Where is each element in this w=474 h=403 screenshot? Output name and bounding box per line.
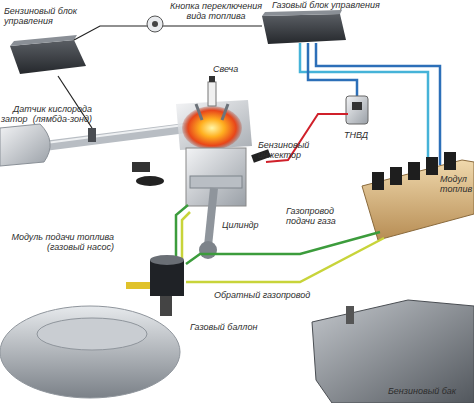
petrol-ecu: [10, 40, 86, 74]
throttle-disk: [136, 176, 164, 186]
gas-injector: [372, 172, 384, 190]
gas-tank: [0, 306, 180, 398]
crankshaft: [199, 241, 217, 259]
tank-fitting: [160, 294, 172, 316]
part-label: Бензиновый бак: [388, 386, 456, 396]
part-label: Модуль подачи топлива (газовый насос): [2, 232, 114, 252]
part-label: Бензиновый блок управления: [4, 6, 84, 26]
exhaust-pipe: [44, 128, 186, 146]
part-label: затор: [1, 114, 28, 124]
part-label: ТНВД: [344, 130, 368, 140]
gas-pump-valve: [126, 282, 150, 289]
petrol-tank: [312, 300, 474, 403]
signal-line: [308, 43, 357, 96]
spark-plug-tip: [209, 76, 215, 82]
signal-line: [316, 43, 440, 165]
gas-return-line: [186, 238, 384, 282]
gas-injector: [444, 152, 456, 170]
part-label: Свеча: [213, 64, 238, 74]
gas-injector: [426, 157, 438, 175]
gas-supply-line: [186, 232, 380, 264]
button-center: [152, 21, 158, 27]
signal-line: [300, 43, 428, 168]
gas-line: [182, 212, 190, 262]
combustion-flame: [182, 106, 242, 150]
part-label: Модул топлив: [440, 174, 474, 194]
connecting-rod: [208, 188, 214, 246]
part-label: Газовый баллон: [190, 322, 257, 332]
part-label: Газопровод подачи газа: [286, 206, 362, 226]
gas-tank-recess: [37, 318, 147, 350]
fuel-switch-button: [147, 16, 163, 32]
part-label: Газовый блок управления: [272, 0, 402, 10]
part-label: Обратный газопровод: [214, 290, 310, 300]
control-wire: [74, 26, 262, 40]
gas-injector: [390, 167, 402, 185]
lambda-sensor: [88, 128, 96, 142]
cylinder-head: [176, 100, 252, 150]
part-label: Цилиндр: [222, 220, 259, 230]
gas-ecu: [262, 14, 346, 44]
petrol-ecu-top: [10, 35, 77, 46]
throttle-part: [132, 162, 150, 172]
hp-pump-part: [352, 102, 362, 110]
hp-pump: [346, 96, 368, 124]
part-label: Бензиновый инжектор: [258, 140, 324, 160]
gas-ecu-top: [262, 10, 342, 16]
catalyst: [0, 124, 50, 166]
gas-injector: [408, 162, 420, 180]
gas-pump-top: [150, 255, 184, 265]
part-label: Кнопка переключения вида топлива: [166, 1, 266, 21]
gas-injector-rail: [362, 160, 474, 240]
gas-pump-module: [150, 260, 184, 296]
piston: [190, 176, 242, 188]
pipe-highlight: [46, 125, 184, 143]
petrol-tank-pipe: [346, 306, 354, 324]
spark-plug: [208, 82, 216, 106]
